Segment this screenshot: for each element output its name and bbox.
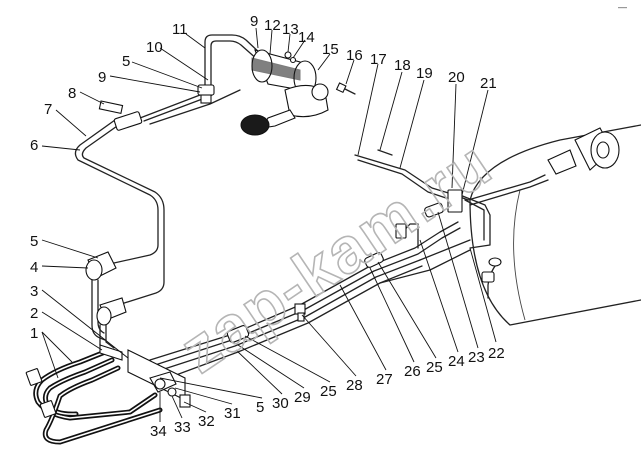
right-pipes [354, 149, 549, 299]
leader-lines [41, 27, 497, 422]
hoses-1 [25, 349, 163, 445]
callout-18: 18 [394, 57, 411, 74]
callout-5-left: 5 [30, 233, 38, 250]
callout-labels: 1 2 3 4 5 6 7 8 9 5 10 11 9 12 13 14 15 … [30, 13, 505, 440]
callout-16: 16 [346, 47, 363, 64]
callout-25-mid: 25 [320, 383, 337, 400]
callout-21: 21 [480, 75, 497, 92]
callout-12: 12 [264, 17, 281, 34]
brake-valve-15 [240, 49, 329, 136]
callout-10: 10 [146, 39, 163, 56]
callout-6: 6 [30, 137, 38, 154]
bolt-16 [335, 82, 356, 95]
callout-9-left: 9 [98, 69, 106, 86]
callout-34: 34 [150, 423, 167, 440]
callout-8: 8 [68, 85, 76, 102]
callout-26: 26 [404, 363, 421, 380]
brackets-31-34 [99, 344, 191, 408]
callout-3: 3 [30, 283, 38, 300]
valve-11 [197, 34, 263, 104]
union-fitting-8 [98, 100, 143, 131]
callout-28: 28 [346, 377, 363, 394]
left-fittings [85, 251, 127, 353]
air-tank [469, 124, 641, 326]
callout-11: 11 [172, 21, 188, 38]
callout-9-top: 9 [250, 13, 258, 30]
lower-long-pipes [149, 202, 471, 379]
callout-33: 33 [174, 419, 191, 436]
callout-25-right: 25 [426, 359, 443, 376]
callout-15: 15 [322, 41, 339, 58]
callout-22: 22 [488, 345, 505, 362]
callout-5-top: 5 [122, 53, 130, 70]
callout-19: 19 [416, 65, 433, 82]
watermark: zap-kam.ru [168, 127, 505, 387]
callout-29: 29 [294, 389, 311, 406]
callout-17: 17 [370, 51, 387, 68]
callout-1: 1 [30, 325, 38, 342]
callout-31: 31 [224, 405, 241, 422]
callout-30: 30 [272, 395, 289, 412]
callout-23: 23 [468, 349, 485, 366]
callout-32: 32 [198, 413, 215, 430]
callout-13: 13 [282, 21, 299, 38]
callout-4: 4 [30, 259, 38, 276]
callout-7: 7 [44, 101, 52, 118]
callout-2: 2 [30, 305, 38, 322]
callout-27: 27 [376, 371, 393, 388]
corner-mark: — [618, 2, 627, 12]
callout-24: 24 [448, 353, 465, 370]
callout-5-bottom: 5 [256, 399, 264, 416]
callout-20: 20 [448, 69, 465, 86]
callout-14: 14 [298, 29, 315, 46]
